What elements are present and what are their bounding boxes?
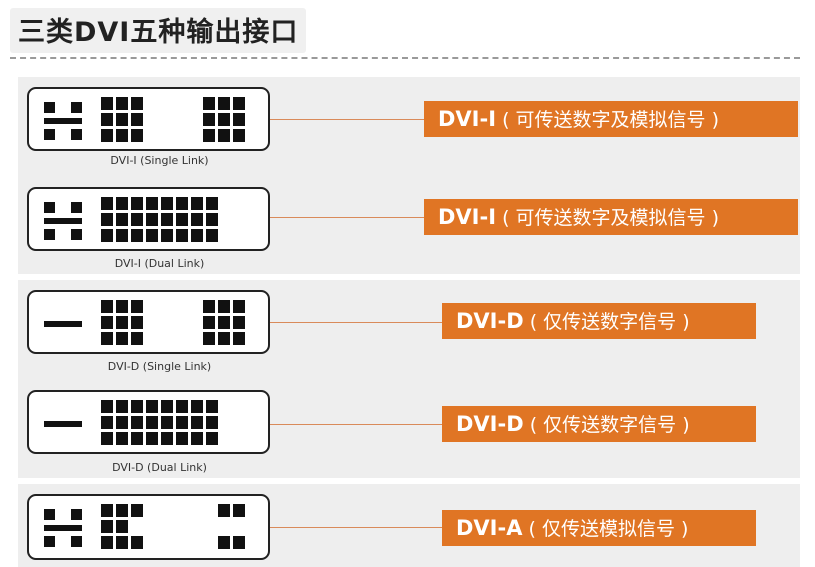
pin-block-right [203, 97, 245, 142]
connector-dvi-a [27, 494, 270, 560]
leader-line [270, 527, 443, 528]
connector-caption: DVI-D (Dual Link) [112, 461, 207, 474]
page-title: 三类DVI五种输出接口 [10, 8, 307, 53]
pin-block-right [203, 300, 245, 345]
leader-line [270, 322, 443, 323]
type-desc: ( 仅传送数字信号 ) [529, 311, 690, 333]
pin-block-full [101, 197, 218, 242]
type-desc: ( 可传送数字及模拟信号 ) [502, 109, 719, 131]
digital-bar-icon [44, 305, 82, 343]
analog-cross-icon [44, 202, 82, 240]
leader-line [270, 119, 425, 120]
type-desc: ( 仅传送模拟信号 ) [528, 518, 689, 540]
pin-block-full [101, 400, 218, 445]
connector-caption: DVI-D (Single Link) [107, 360, 212, 373]
connector-dvi-i-single [27, 87, 270, 151]
connector-caption: DVI-I (Single Link) [110, 154, 209, 167]
connector-dvi-i-dual [27, 187, 270, 251]
type-desc: ( 可传送数字及模拟信号 ) [502, 207, 719, 229]
leader-line [270, 217, 425, 218]
type-label: DVI-D [456, 309, 524, 333]
analog-cross-icon [44, 509, 82, 547]
digital-bar-icon [44, 405, 82, 443]
type-desc: ( 仅传送数字信号 ) [529, 414, 690, 436]
pin-block-left [101, 504, 143, 549]
connector-dvi-d-single [27, 290, 270, 354]
type-label: DVI-I [438, 205, 497, 229]
type-tag: DVI-I ( 可传送数字及模拟信号 ) [424, 199, 798, 235]
analog-cross-icon [44, 102, 82, 140]
title-divider [10, 57, 800, 59]
type-tag: DVI-I ( 可传送数字及模拟信号 ) [424, 101, 798, 137]
type-label: DVI-I [438, 107, 497, 131]
type-tag: DVI-D ( 仅传送数字信号 ) [442, 303, 756, 339]
pin-block-left [101, 97, 143, 142]
type-label: DVI-A [456, 516, 523, 540]
type-label: DVI-D [456, 412, 524, 436]
pin-block-right [218, 504, 245, 549]
connector-dvi-d-dual [27, 390, 270, 454]
type-tag: DVI-A ( 仅传送模拟信号 ) [442, 510, 756, 546]
type-tag: DVI-D ( 仅传送数字信号 ) [442, 406, 756, 442]
pin-block-left [101, 300, 143, 345]
leader-line [270, 424, 443, 425]
connector-caption: DVI-I (Dual Link) [114, 257, 205, 270]
